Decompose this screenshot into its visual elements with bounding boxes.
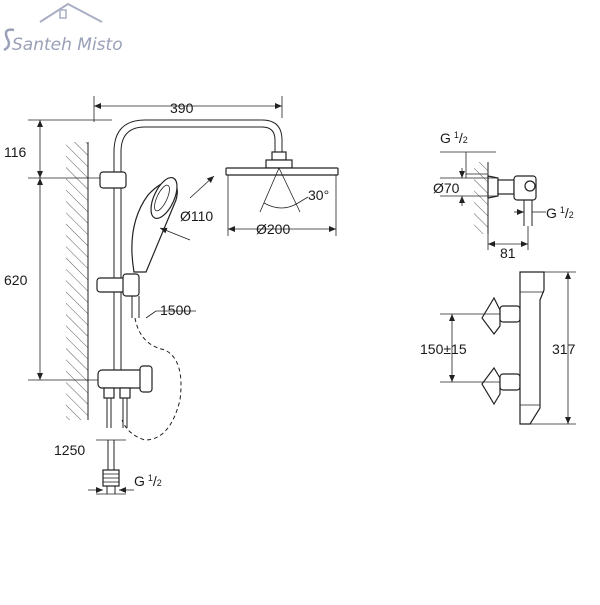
- lower-connector: [499, 373, 521, 391]
- lower-rosette: [481, 366, 501, 406]
- eccentric-rosette: [487, 175, 499, 199]
- dim-label-150: 150±15: [420, 341, 467, 357]
- shower-arm-outer: [113, 119, 283, 153]
- angle-ray-1: [259, 167, 280, 213]
- angle-ray-2: [278, 167, 301, 213]
- house-roof-icon: [39, 2, 103, 23]
- angle-arc: [263, 202, 299, 209]
- dim-label-110: Ø110: [180, 208, 213, 224]
- dim-label-1500: 1500: [160, 302, 191, 318]
- upper-wall-bracket: [99, 171, 127, 189]
- dim-line-110a: [159, 227, 191, 241]
- upper-connector: [499, 305, 521, 323]
- dim-label-390: 390: [170, 100, 194, 116]
- inlet-nut-right: [119, 387, 131, 399]
- wall-hatch-right: [474, 162, 488, 234]
- logo-swoosh-icon: [3, 28, 15, 52]
- flex-hose-dashed: [121, 317, 182, 441]
- inlet-circle: [524, 180, 536, 192]
- thermostat-body: [519, 271, 545, 425]
- eccentric-pipe: [497, 179, 515, 195]
- head-connector: [271, 151, 287, 161]
- head-ball-joint: [265, 159, 293, 169]
- dim-label-81: 81: [500, 245, 516, 261]
- dim-label-70: Ø70: [433, 180, 460, 196]
- chimney-icon: [59, 9, 67, 19]
- dim-label-200: Ø200: [256, 221, 290, 237]
- thermostat-front-view: 150±15 317: [420, 271, 576, 425]
- diverter-knob: [139, 365, 153, 393]
- dim-line-110b: [189, 175, 215, 199]
- dim-label-317: 317: [552, 341, 576, 357]
- upper-rosette: [481, 296, 501, 335]
- dim-label-620: 620: [4, 272, 28, 288]
- shower-system-view: 390 116 620 Ø200 30° Ø110 1500 1250: [4, 96, 339, 495]
- shower-arm-inner: [120, 126, 276, 153]
- hand-shower-face: [150, 177, 178, 219]
- brand-logo: Santeh Misto: [3, 2, 123, 55]
- inlet-nut-left: [103, 387, 115, 399]
- dim-label-30: 30°: [308, 187, 329, 203]
- holder-clamp: [122, 273, 140, 297]
- dim-label-1250: 1250: [54, 442, 85, 458]
- hand-shower-spray: [154, 184, 170, 212]
- wall-hatch: [66, 142, 88, 420]
- logo-text: Santeh Misto: [12, 35, 123, 55]
- dim-label-116: 116: [4, 144, 27, 160]
